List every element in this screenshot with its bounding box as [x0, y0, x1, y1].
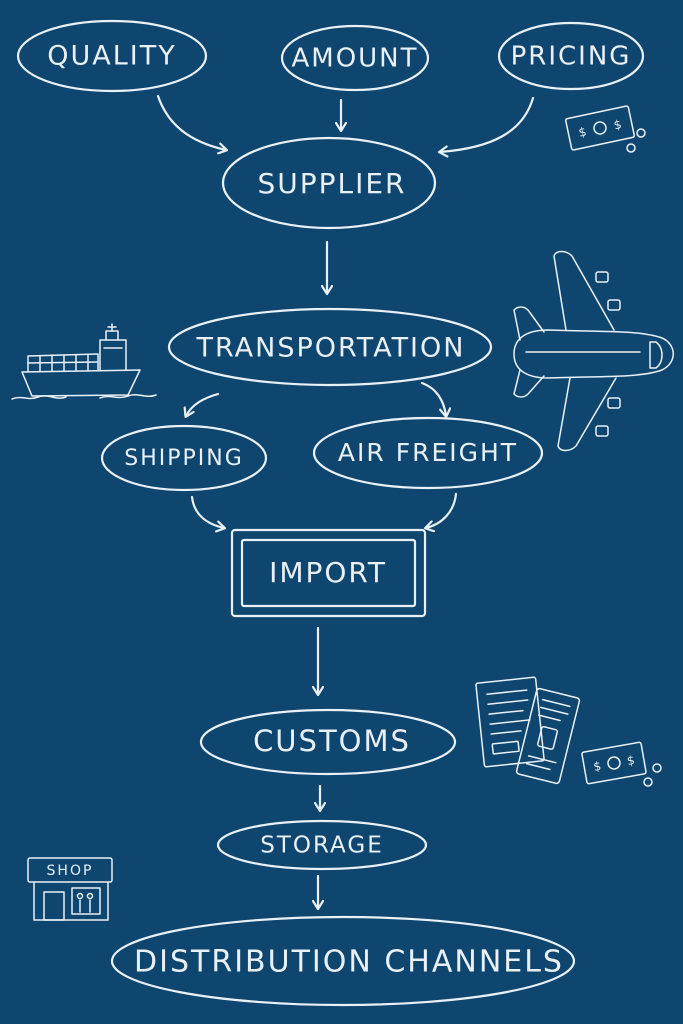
node-pricing-label: PRICING [511, 42, 632, 72]
node-air-freight: AIR FREIGHT [312, 416, 544, 490]
node-transportation-label: TRANSPORTATION [196, 333, 466, 364]
arrow-transportation-shipping [186, 392, 220, 416]
node-shipping-label: SHIPPING [124, 446, 244, 471]
node-transportation: TRANSPORTATION [167, 307, 493, 387]
node-quality: QUALITY [16, 19, 208, 93]
arrow-shipping-import [190, 495, 224, 528]
coin-icon [652, 763, 662, 773]
node-amount: AMOUNT [280, 24, 430, 92]
arrow-transportation-airfreight [420, 381, 446, 416]
dollar-bill-icon-bottom: $ $ [581, 741, 647, 785]
arrow-quality-supplier [156, 94, 226, 150]
dollar-sign-left: $ [577, 125, 587, 140]
coin-icon [636, 128, 646, 138]
node-import: IMPORT [230, 528, 427, 618]
node-air-freight-label: AIR FREIGHT [338, 438, 518, 467]
dollar-sign-left: $ [592, 759, 602, 774]
node-supplier: SUPPLIER [221, 136, 437, 230]
coin-icon [643, 777, 653, 787]
shop-icon: SHOP [27, 857, 113, 921]
dollar-bill-icon-top: $ $ [564, 105, 636, 151]
node-pricing: PRICING [497, 21, 645, 91]
airplane-icon [513, 250, 674, 452]
coin-icon [626, 143, 636, 153]
cargo-ship-icon [11, 323, 157, 400]
node-customs: CUSTOMS [199, 708, 457, 776]
node-distribution-label: DISTRIBUTION CHANNELS [134, 945, 564, 980]
arrow-pricing-supplier [440, 96, 535, 152]
dollar-sign-right: $ [613, 117, 623, 132]
node-quality-label: QUALITY [47, 41, 176, 72]
shop-sign-text: SHOP [47, 863, 94, 879]
documents-icon [475, 676, 581, 785]
node-distribution-channels: DISTRIBUTION CHANNELS [110, 915, 576, 1007]
node-amount-label: AMOUNT [291, 44, 418, 74]
node-customs-label: CUSTOMS [253, 724, 411, 758]
node-supplier-label: SUPPLIER [257, 167, 406, 200]
node-shipping: SHIPPING [100, 424, 268, 492]
dollar-sign-right: $ [626, 753, 636, 768]
node-storage-label: STORAGE [260, 833, 384, 859]
node-import-label: IMPORT [269, 556, 387, 589]
node-storage: STORAGE [216, 819, 428, 871]
arrow-airfreight-import [426, 492, 458, 528]
